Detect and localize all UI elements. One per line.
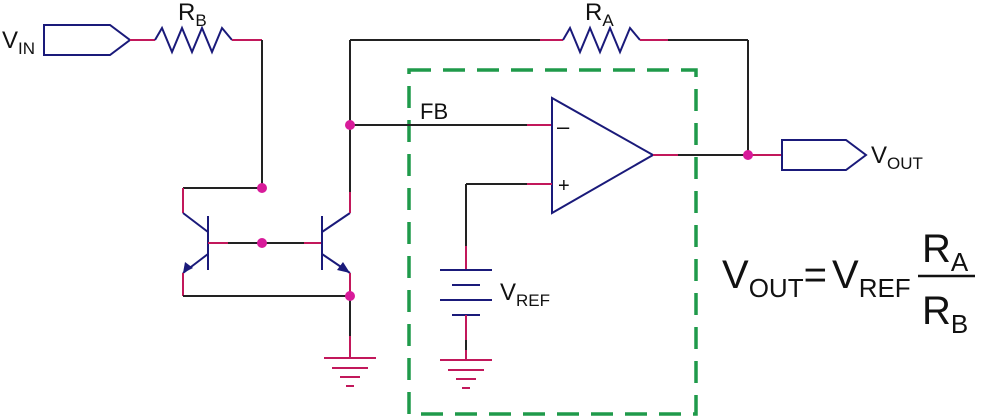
- vref-source-symbol: [440, 269, 492, 316]
- junction-base: [257, 238, 267, 248]
- equation-lhs: VOUT=: [722, 253, 827, 303]
- equation-numerator: RA: [922, 227, 969, 277]
- label-minus: –: [557, 114, 570, 139]
- op-amp-symbol: [551, 96, 656, 215]
- equation-rhs: VREF: [832, 253, 911, 303]
- label-vref: VREF: [500, 279, 550, 310]
- resistor-ra: [562, 25, 641, 55]
- gain-equation: VOUT= VREF RA RB: [722, 227, 975, 339]
- q1-emitter-arrow: [183, 262, 193, 273]
- vout-port: [781, 139, 868, 171]
- label-fb: FB: [420, 99, 448, 124]
- junction-fb: [345, 120, 355, 130]
- label-ra: RA: [585, 0, 614, 30]
- q2-collector: [321, 212, 351, 233]
- equation-denominator: RB: [922, 289, 968, 339]
- label-plus: +: [558, 175, 570, 197]
- label-vin: VIN: [2, 27, 35, 58]
- reference-amplifier-box: [407, 68, 698, 416]
- junction-emitters: [345, 291, 355, 301]
- label-vout: VOUT: [871, 142, 923, 173]
- junction-output: [743, 150, 753, 160]
- resistor-rb: [154, 25, 233, 55]
- label-rb: RB: [178, 0, 207, 30]
- junction-rb-mirror: [257, 183, 267, 193]
- q2-emitter-arrow: [337, 262, 350, 273]
- ground-symbol-right: [440, 359, 492, 389]
- ground-symbol-left: [324, 357, 376, 387]
- vin-port: [43, 24, 132, 56]
- q1-collector: [182, 212, 209, 233]
